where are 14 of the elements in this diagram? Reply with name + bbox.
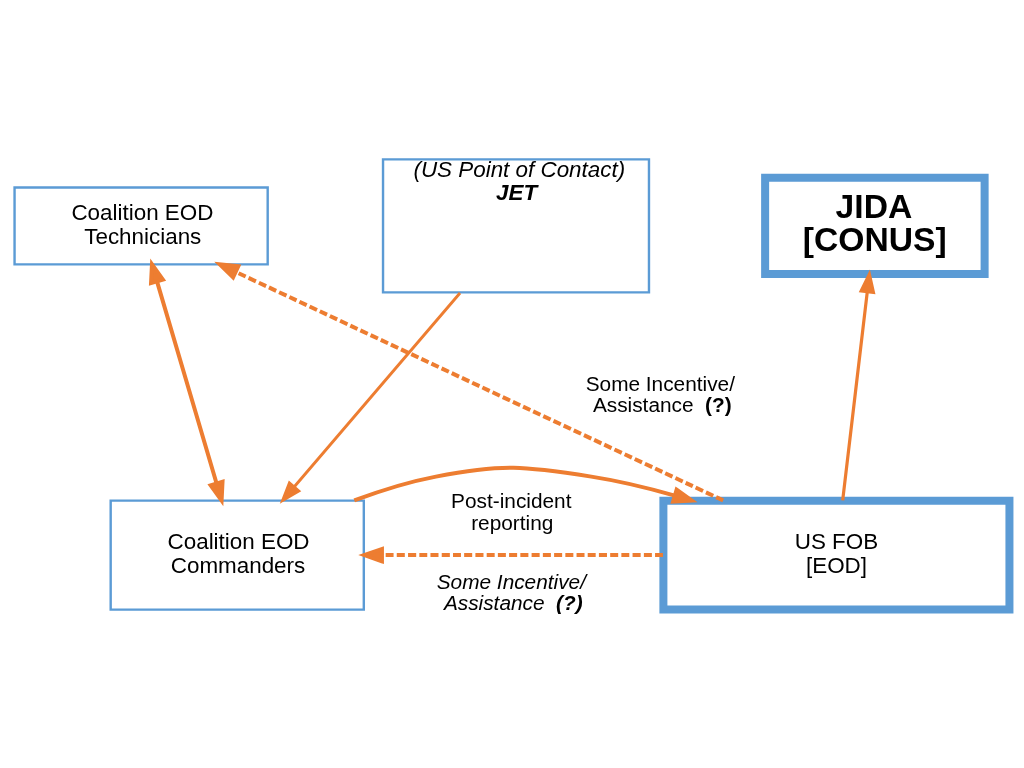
arrow [214, 261, 724, 502]
arrow [353, 465, 698, 504]
node-box: Coalition EOD Commanders [109, 498, 365, 611]
edge-label: Some Incentive/Assistance (?) [585, 371, 735, 416]
arrow [358, 545, 663, 564]
node-box: (US Point of Contact) JET [381, 157, 651, 294]
node-box: US FOB [EOD] [659, 496, 1014, 614]
node-box: JIDA [CONUS] [761, 173, 989, 278]
arrow [148, 258, 225, 506]
edge-label: Some Incentive/Assistance (?) [436, 569, 586, 614]
arrow [841, 268, 876, 501]
node-box: Coalition EOD Technicians [13, 185, 269, 266]
edge-label: Post-incident reporting [451, 488, 572, 534]
arrow [279, 291, 462, 504]
